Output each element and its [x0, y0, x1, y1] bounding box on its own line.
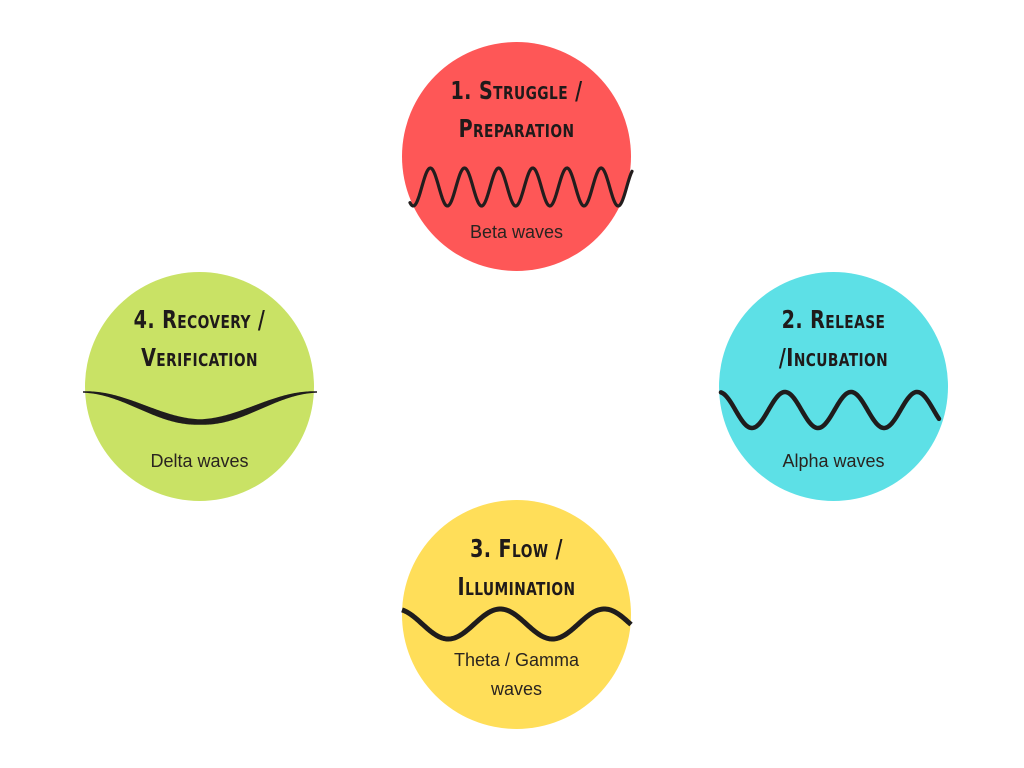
beta-wave-line: [408, 166, 634, 208]
stage-title-line-2: Illumination: [457, 572, 576, 601]
stage-caption: Theta / Gamma waves: [402, 646, 631, 704]
delta-wave-icon: [83, 391, 317, 425]
stage-caption-line-2: waves: [490, 679, 543, 699]
stage-title-line-2: /Incubation: [778, 343, 889, 372]
stage-caption: Beta waves: [402, 218, 631, 247]
theta-wave-icon: [401, 606, 633, 642]
stage-caption-line-1: Delta waves: [150, 451, 249, 471]
stage-title: 2. Release /Incubation: [736, 301, 931, 377]
theta-wave-line: [401, 606, 633, 642]
stage-caption: Alpha waves: [719, 447, 948, 476]
delta-wave-line: [83, 391, 317, 425]
stage-title: 1. Struggle / Preparation: [419, 72, 614, 148]
stage-title: 3. Flow / Illumination: [419, 530, 614, 606]
stage-1-struggle-preparation: 1. Struggle / Preparation Beta waves: [402, 42, 634, 271]
stage-title-line-1: 2. Release: [781, 305, 886, 334]
stage-title-line-1: 3. Flow /: [470, 534, 563, 563]
stage-title: 4. Recovery / Verification: [102, 301, 297, 377]
stage-3-flow-illumination: 3. Flow / Illumination Theta / Gamma wav…: [401, 500, 633, 729]
alpha-wave-line: [718, 389, 942, 431]
stage-title-line-1: 4. Recovery /: [133, 305, 266, 334]
stage-caption: Delta waves: [85, 447, 314, 476]
stage-caption-line-1: Beta waves: [469, 222, 564, 242]
stage-4-recovery-verification: 4. Recovery / Verification Delta waves: [83, 272, 317, 501]
stage-caption-line-1: Alpha waves: [782, 451, 885, 471]
beta-wave-icon: [408, 166, 634, 208]
stage-title-line-1: 1. Struggle /: [450, 76, 583, 105]
alpha-wave-icon: [718, 389, 942, 431]
stage-caption-line-1: Theta / Gamma: [453, 650, 580, 670]
stage-2-release-incubation: 2. Release /Incubation Alpha waves: [718, 272, 948, 501]
stage-title-line-2: Preparation: [458, 114, 575, 143]
stage-title-line-2: Verification: [141, 343, 258, 372]
